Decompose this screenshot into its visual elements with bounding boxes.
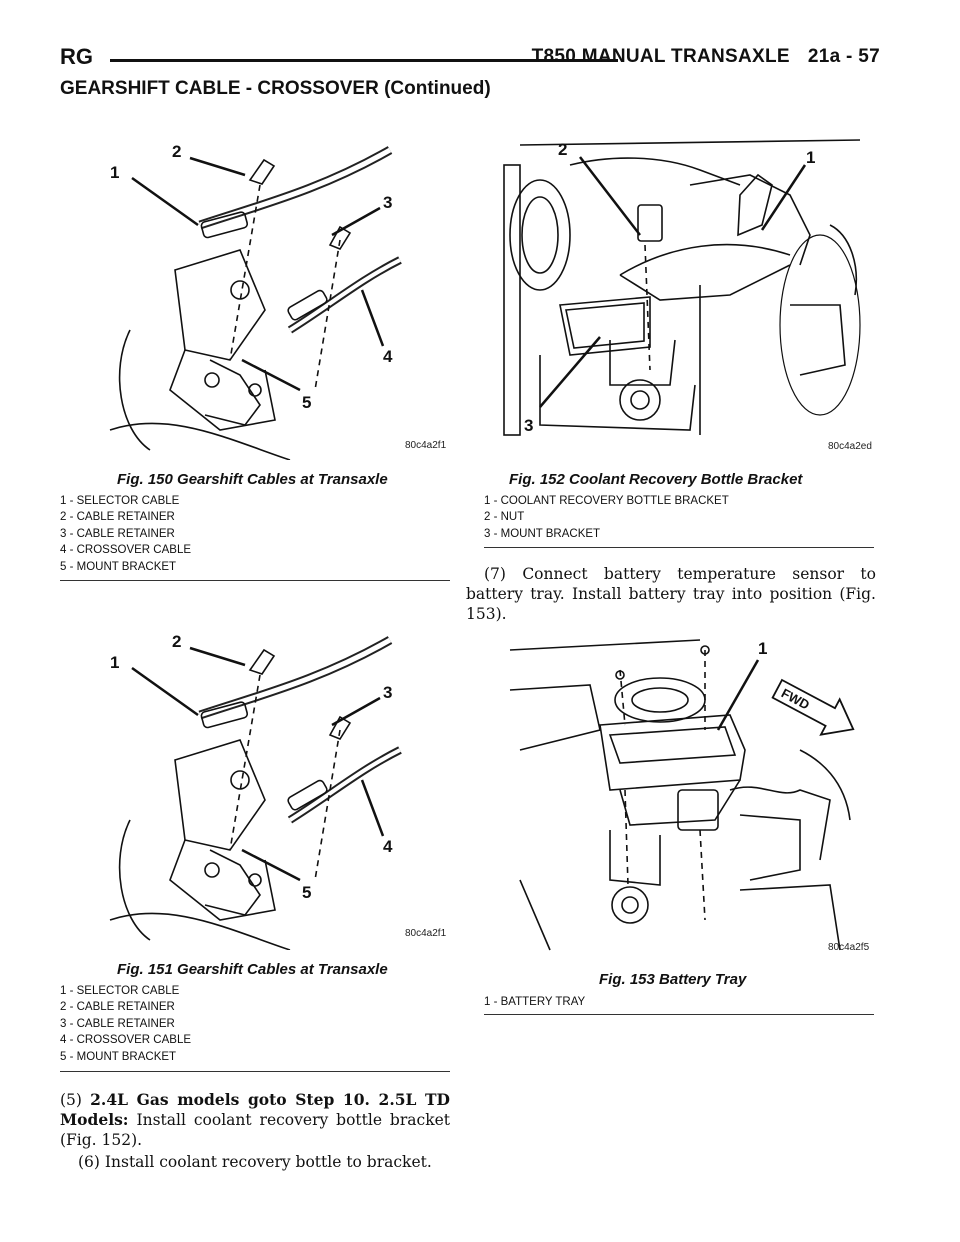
fig152-legend: 1 - COOLANT RECOVERY BOTTLE BRACKET 2 - …: [484, 493, 729, 542]
fig152-legend-item: 1 - COOLANT RECOVERY BOTTLE BRACKET: [484, 495, 729, 507]
fig150-legend-item: 5 - MOUNT BRACKET: [60, 560, 177, 573]
fig152-callout-1: 1: [806, 148, 815, 167]
fig150-legend-item: 2 - CABLE RETAINER: [60, 511, 175, 524]
section-title: GEARSHIFT CABLE - CROSSOVER (Continued): [60, 78, 491, 99]
step-5-text: Install coolant recovery bottle bracket …: [60, 1111, 450, 1149]
fig150-drawing: 1 2 3 4 5: [109, 142, 402, 460]
fig150-legend-item: 4 - CROSSOVER CABLE: [60, 544, 192, 557]
header-chapter-title: T850 MANUAL TRANSAXLE: [531, 46, 790, 67]
fig151-illustration: 1 2 3 4 5 80c4a2f1: [90, 620, 450, 950]
fig153-legend: 1 - BATTERY TRAY: [484, 994, 585, 1010]
fig150-legend-item: 3 - CABLE RETAINER: [60, 527, 175, 540]
fig151-legend-item: 1 - SELECTOR CABLE: [60, 985, 180, 997]
fig151-callout-4: 4: [383, 837, 393, 856]
fig153-caption: Fig. 153 Battery Tray: [599, 971, 747, 988]
fig152-rule: [484, 547, 874, 548]
step-5-number: (5): [60, 1091, 82, 1109]
fig152-legend-item: 3 - MOUNT BRACKET: [484, 527, 601, 540]
fig152-callout-2: 2: [558, 140, 567, 159]
fig152-illustration: 2 1 3 80c4a2ed: [500, 125, 880, 460]
header-section-code: RG: [60, 44, 93, 69]
fig150-callout-4: 4: [383, 347, 393, 366]
page-number: 21a - 57: [807, 46, 880, 67]
fig151-code: 80c4a2f1: [405, 928, 447, 939]
fig151-callout-5: 5: [302, 883, 311, 902]
fig150-rule: [60, 580, 450, 581]
fig151-legend-item: 5 - MOUNT BRACKET: [60, 1050, 177, 1063]
fig151-legend-item: 4 - CROSSOVER CABLE: [60, 1034, 192, 1047]
fig150-illustration: 1 2 3 4 5 80c4a2f1: [90, 130, 450, 460]
fig150-callout-1: 1: [110, 163, 119, 182]
step-6: (6) Install coolant recovery bottle to b…: [78, 1153, 432, 1171]
fig153-drawing: FWD 1: [509, 639, 855, 951]
fig150-code: 80c4a2f1: [405, 440, 447, 451]
step-7: (7) Connect battery temperature sensor t…: [466, 565, 876, 623]
fig150-callout-3: 3: [383, 193, 392, 212]
fig152-callout-3: 3: [524, 416, 533, 435]
fig152-caption: Fig. 152 Coolant Recovery Bottle Bracket: [509, 471, 803, 488]
fig151-rule: [60, 1071, 450, 1072]
fwd-arrow: FWD: [771, 678, 855, 736]
fig151-legend: 1 - SELECTOR CABLE 2 - CABLE RETAINER 3 …: [60, 983, 191, 1065]
fig152-drawing: 2 1 3: [503, 139, 861, 436]
fig150-legend: 1 - SELECTOR CABLE 2 - CABLE RETAINER 3 …: [60, 493, 191, 575]
fig150-callout-2: 2: [172, 142, 181, 161]
fig152-code: 80c4a2ed: [828, 441, 872, 452]
header-title: T850 MANUAL TRANSAXLE 21a - 57: [532, 46, 880, 68]
fig153-code: 80c4a2f5: [828, 942, 870, 953]
fig151-caption: Fig. 151 Gearshift Cables at Transaxle: [117, 961, 388, 978]
fig151-callout-1: 1: [110, 653, 119, 672]
step-5-bold: 2.4L Gas models goto Step 10. 2.5L TD Mo…: [60, 1090, 450, 1129]
fig151-legend-item: 2 - CABLE RETAINER: [60, 1001, 175, 1014]
fwd-label: FWD: [779, 685, 812, 712]
fig150-caption: Fig. 150 Gearshift Cables at Transaxle: [117, 471, 388, 488]
fig153-illustration: FWD 1 80c4a2f5: [500, 630, 880, 960]
fig150-callout-5: 5: [302, 393, 311, 412]
header-rule: [110, 59, 618, 62]
fig151-drawing: 1 2 3 4 5: [109, 632, 402, 950]
fig151-legend-item: 3 - CABLE RETAINER: [60, 1017, 175, 1030]
fig153-rule: [484, 1014, 874, 1015]
fig151-callout-3: 3: [383, 683, 392, 702]
fig153-legend-item: 1 - BATTERY TRAY: [484, 996, 586, 1008]
page-header: RG T850 MANUAL TRANSAXLE 21a - 57: [60, 44, 880, 78]
fig152-legend-item: 2 - NUT: [484, 511, 525, 524]
fig151-callout-2: 2: [172, 632, 181, 651]
fig150-legend-item: 1 - SELECTOR CABLE: [60, 495, 180, 507]
step-5: (5) 2.4L Gas models goto Step 10. 2.5L T…: [60, 1090, 450, 1150]
fig153-callout-1: 1: [758, 639, 767, 658]
